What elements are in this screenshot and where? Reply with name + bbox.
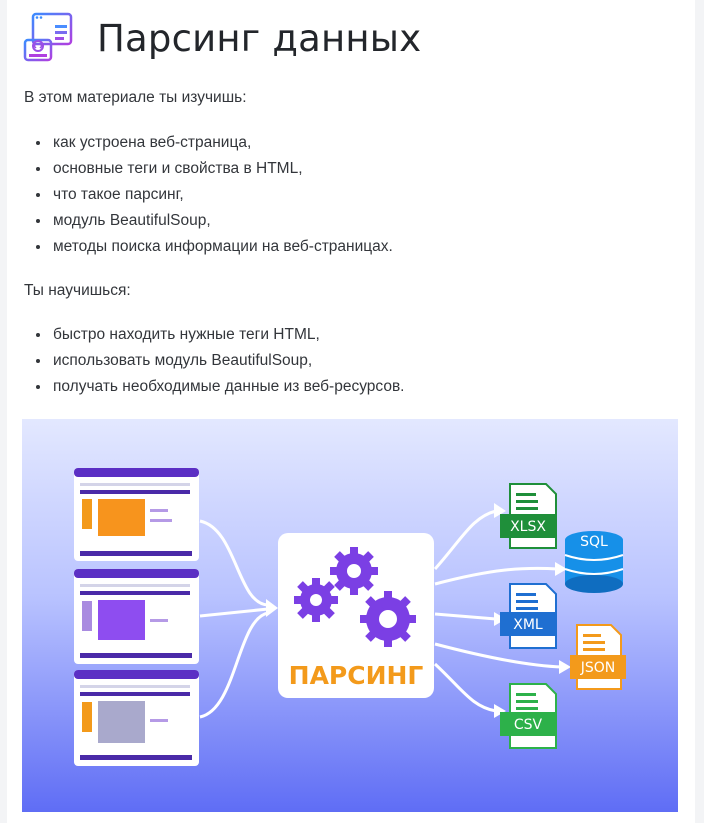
format-label: SQL	[580, 534, 608, 550]
header: Парсинг данных	[21, 4, 421, 72]
format-label: XLSX	[510, 519, 546, 535]
csv-file-icon: CSV	[500, 683, 557, 749]
parsing-box: ПАРСИНГ	[278, 533, 434, 698]
list-item: получать необходимые данные из веб-ресур…	[51, 374, 405, 400]
list-item: методы поиска информации на веб-страница…	[51, 234, 393, 260]
format-label: CSV	[514, 717, 543, 733]
json-file-icon: JSON	[570, 624, 626, 690]
intro-lead: В этом материале ты изучишь:	[24, 89, 247, 106]
parsing-label: ПАРСИНГ	[289, 661, 424, 690]
sql-database-icon: SQL	[564, 531, 624, 593]
topics-list: как устроена веб-страница, основные теги…	[24, 130, 393, 260]
skills-lead: Ты научишься:	[24, 282, 131, 299]
xml-file-icon: XML	[500, 583, 557, 649]
skills-list: быстро находить нужные теги HTML, исполь…	[24, 322, 405, 400]
parsing-diagram: ПАРСИНГ XLSX	[22, 419, 678, 812]
list-item: модуль BeautifulSoup,	[51, 208, 393, 234]
list-item: быстро находить нужные теги HTML,	[51, 322, 405, 348]
list-item: что такое парсинг,	[51, 182, 393, 208]
xlsx-file-icon: XLSX	[500, 483, 557, 549]
list-item: использовать модуль BeautifulSoup,	[51, 348, 405, 374]
format-label: XML	[513, 617, 543, 633]
web-page-thumbnail	[74, 569, 199, 664]
format-label: JSON	[580, 660, 616, 676]
parsing-illustration: ПАРСИНГ XLSX	[22, 419, 678, 812]
page-title: Парсинг данных	[97, 16, 422, 60]
list-item: основные теги и свойства в HTML,	[51, 156, 393, 182]
content-card: Парсинг данных В этом материале ты изучи…	[7, 0, 695, 823]
web-page-code-icon	[23, 12, 73, 62]
web-page-thumbnail	[74, 670, 199, 766]
list-item: как устроена веб-страница,	[51, 130, 393, 156]
web-page-thumbnail	[74, 468, 199, 561]
